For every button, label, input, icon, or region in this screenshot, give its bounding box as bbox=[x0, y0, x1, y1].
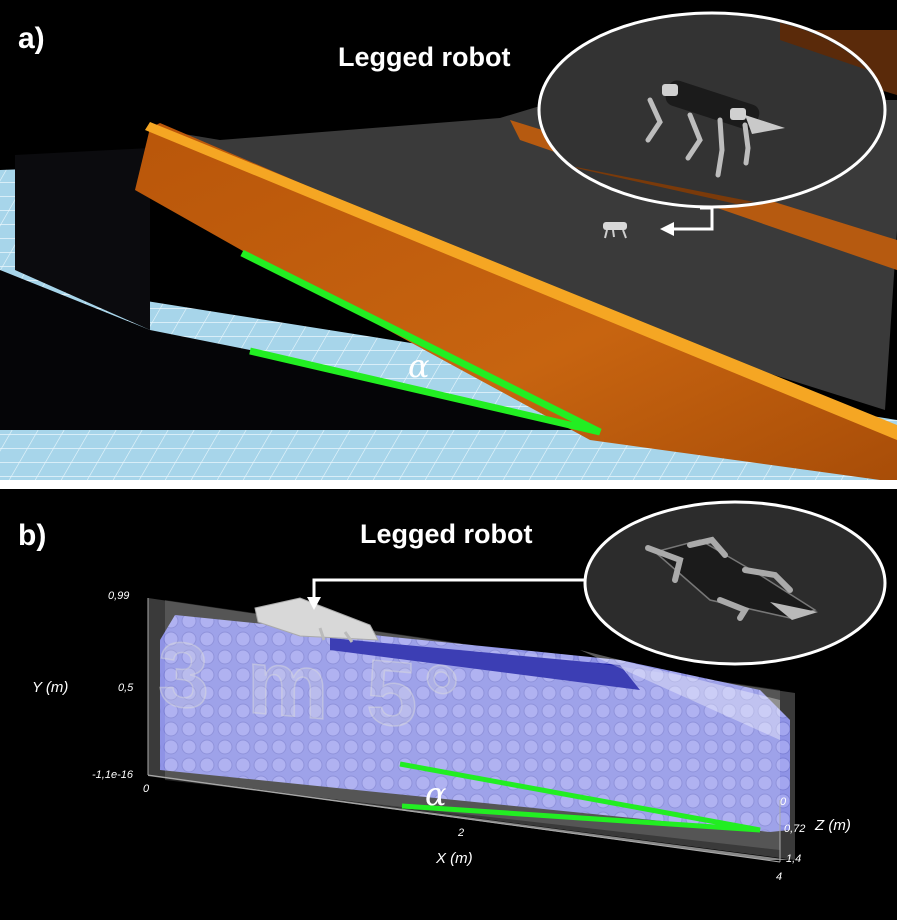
panel-a-alpha-symbol: α bbox=[408, 347, 430, 385]
x-axis-label: X (m) bbox=[436, 850, 473, 867]
domain-box-bottom-edge bbox=[148, 775, 790, 860]
domain-box-front bbox=[165, 600, 780, 850]
y-tick-top: 0,99 bbox=[108, 590, 130, 602]
x-tick-mid: 2 bbox=[458, 827, 465, 839]
ramp-side-wall bbox=[135, 123, 897, 480]
box-reflection bbox=[580, 650, 780, 740]
z-tick-start: 0 bbox=[780, 796, 787, 808]
particle-bed bbox=[160, 615, 790, 832]
z-tick-end: 1,4 bbox=[786, 853, 802, 865]
z-axis-label: Z (m) bbox=[815, 817, 851, 834]
panel-b-robot-label: Legged robot bbox=[360, 519, 533, 549]
ramp-scene bbox=[0, 11, 897, 480]
y-tick-mid: 0,5 bbox=[118, 682, 134, 694]
back-block bbox=[15, 148, 150, 330]
ramp-edge-highlight bbox=[145, 122, 897, 440]
x-tick-start: 0 bbox=[143, 783, 150, 795]
angle-alpha-marker bbox=[399, 761, 761, 833]
panel-b-particle-simulation: b) Legged robot 3 m 5° α Y (m) X (m) Z (… bbox=[0, 489, 897, 920]
panel-a-letter: a) bbox=[18, 22, 45, 55]
y-axis-label: Y (m) bbox=[32, 679, 69, 696]
particle-bed-top-shadow bbox=[330, 638, 640, 690]
x-tick-end: 4 bbox=[776, 871, 783, 883]
legged-robot-zoomed-icon bbox=[645, 536, 818, 621]
panel-b-alpha-symbol: α bbox=[425, 775, 447, 813]
small-robot-icon bbox=[254, 597, 379, 643]
callout-arrowhead bbox=[307, 597, 321, 610]
angle-alpha-marker bbox=[240, 249, 602, 436]
panel-a-robot-label: Legged robot bbox=[338, 42, 511, 72]
callout-arrow bbox=[312, 578, 585, 600]
x-axis-line bbox=[147, 774, 781, 863]
small-robot-icon bbox=[603, 222, 627, 239]
panel-a-simulation-render: a) Legged robot α bbox=[0, 0, 897, 480]
panel-b-letter: b) bbox=[18, 519, 47, 552]
callout-arrowhead bbox=[660, 222, 674, 236]
legged-robot-zoomed-icon bbox=[645, 80, 785, 178]
z-tick-mid: 0,72 bbox=[784, 823, 806, 835]
particle-scene bbox=[147, 500, 887, 863]
ramp-shadow bbox=[0, 270, 600, 430]
y-tick-bottom: -1,1e-16 bbox=[92, 769, 133, 781]
